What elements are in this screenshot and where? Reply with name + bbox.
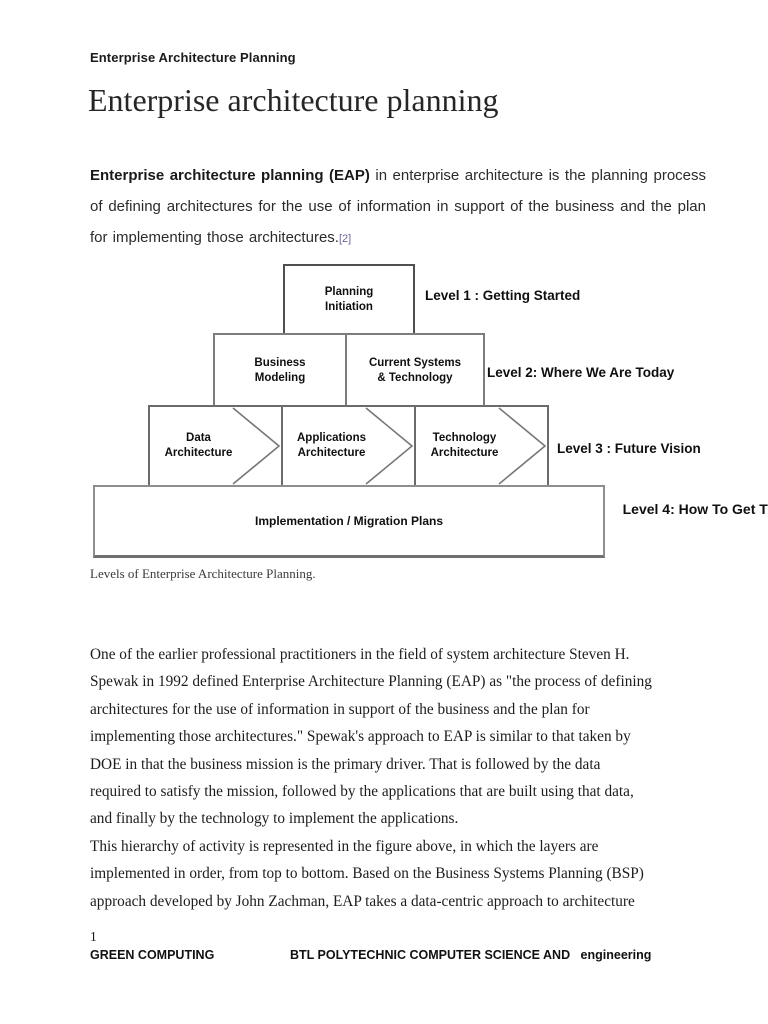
diagram-box-implementation-plans: Implementation / Migration Plans (93, 485, 605, 558)
footer-course-label: GREEN COMPUTING (90, 948, 215, 962)
diagram-box-data-architecture-label: Data Architecture (164, 432, 233, 459)
running-header: Enterprise Architecture Planning (90, 50, 296, 65)
intro-paragraph: Enterprise architecture planning (EAP) i… (90, 160, 706, 255)
figure-caption: Levels of Enterprise Architecture Planni… (90, 566, 316, 581)
level-1-label: Level 1 : Getting Started (425, 288, 581, 303)
arrow-chevron-icon (365, 407, 414, 485)
body-paragraph-1: One of the earlier professional practiti… (90, 646, 652, 828)
arrow-chevron-icon (232, 407, 281, 485)
citation-link[interactable]: [2] (338, 233, 352, 245)
diagram-box-technology-architecture-label: Technology Architecture (430, 432, 499, 459)
diagram-box-planning-initiation: Planning Initiation (283, 264, 415, 335)
eap-levels-diagram: Planning Initiation Level 1 : Getting St… (0, 264, 768, 566)
body-paragraph-2: This hierarchy of activity is represente… (90, 837, 644, 910)
diagram-box-technology-architecture: Technology Architecture (414, 405, 549, 487)
diagram-box-applications-architecture: Applications Architecture (281, 405, 416, 487)
level-4-label: Level 4: How To Get There (622, 501, 768, 517)
arrow-chevron-icon (498, 407, 547, 485)
diagram-box-data-architecture: Data Architecture (148, 405, 283, 487)
intro-lead-bold: Enterprise architecture planning (EAP) (90, 167, 370, 184)
footer-institution-label: BTL POLYTECHNIC COMPUTER SCIENCE AND eng… (290, 948, 652, 962)
diagram-box-applications-architecture-label: Applications Architecture (296, 432, 366, 459)
page-number: 1 (90, 929, 97, 944)
intro-body-text: in enterprise architecture is the planni… (90, 167, 707, 246)
body-text: One of the earlier professional practiti… (90, 641, 740, 915)
page-title: Enterprise architecture planning (88, 82, 499, 118)
level-2-label: Level 2: Where We Are Today (487, 365, 675, 380)
diagram-box-current-systems: Current Systems & Technology (345, 333, 485, 409)
diagram-box-business-modeling: Business Modeling (213, 333, 347, 409)
level-3-label: Level 3 : Future Vision (557, 441, 701, 456)
